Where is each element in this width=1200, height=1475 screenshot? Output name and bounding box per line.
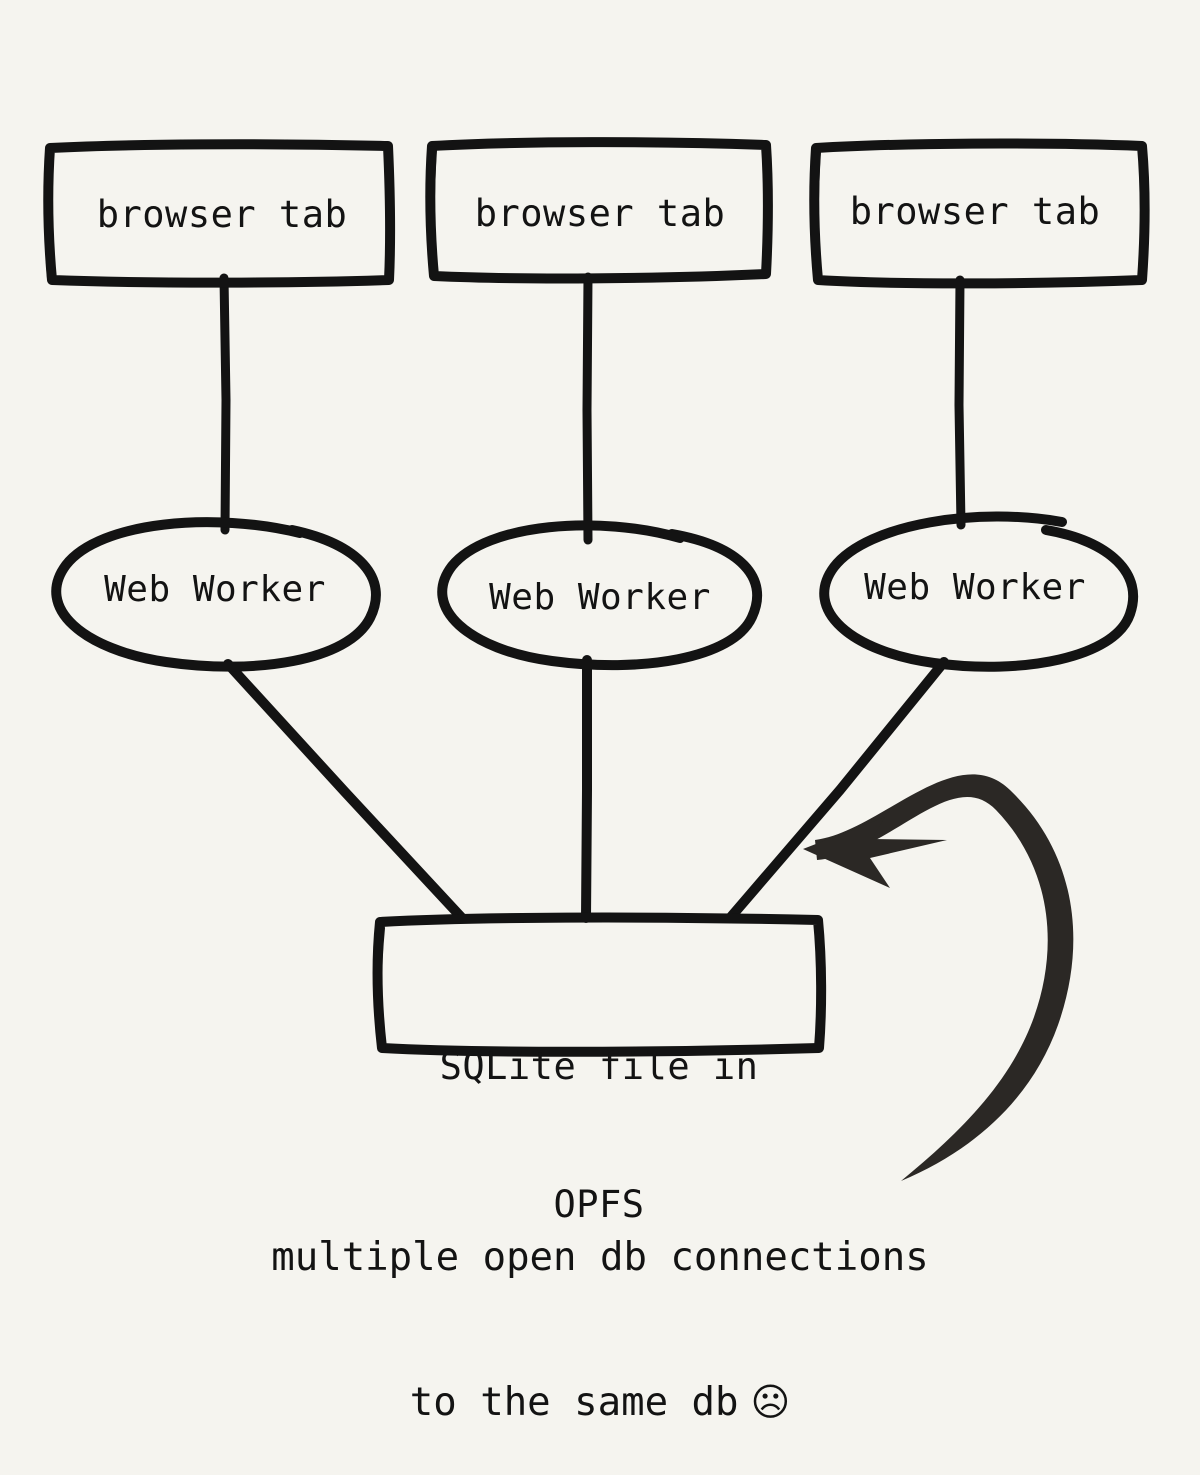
annotation-caption-line2: to the same db <box>409 1380 739 1425</box>
annotation-caption: multiple open db connections to the same… <box>180 1186 1020 1475</box>
web-worker-label-1: Web Worker <box>104 569 326 610</box>
annotation-arrow-head <box>803 817 947 888</box>
sqlite-opfs-label-line1: SQLite file in <box>439 1045 759 1088</box>
web-worker-label-2: Web Worker <box>489 577 711 618</box>
browser-tab-label-3: browser tab <box>849 190 1101 233</box>
worker-ellipse-2 <box>437 520 762 671</box>
worker-ellipse-1 <box>51 517 381 672</box>
browser-tab-label-2: browser tab <box>474 192 726 235</box>
tab-box-1-overdraw <box>44 150 55 282</box>
tab-box-3-overdraw <box>810 148 822 283</box>
connector-worker2-db <box>581 655 592 923</box>
annotation-caption-line1: multiple open db connections <box>271 1235 929 1280</box>
connector-worker3-db <box>725 657 949 923</box>
tab-box-2-overdraw <box>426 146 438 279</box>
sqlite-opfs-label: SQLite file in OPFS <box>378 952 820 1320</box>
connector-tab1-worker1 <box>219 273 231 535</box>
connector-tab2-worker2 <box>582 272 593 545</box>
worker-ellipse-3 <box>819 511 1139 672</box>
annotation-arrow-shaft <box>815 774 1074 1181</box>
annotation-arrow <box>803 774 1074 1181</box>
sqlite-opfs-label-line2: OPFS <box>553 1183 645 1226</box>
browser-tab-label-1: browser tab <box>96 193 348 236</box>
connector-tab3-worker3 <box>954 275 966 530</box>
connector-worker1-db <box>223 659 467 923</box>
frowning-face-icon: ☹ <box>738 1380 791 1424</box>
annotation-caption-line2-wrap: to the same db ☹ <box>180 1330 1020 1427</box>
web-worker-label-3: Web Worker <box>864 567 1086 608</box>
db-box-overdraw <box>374 924 386 1050</box>
